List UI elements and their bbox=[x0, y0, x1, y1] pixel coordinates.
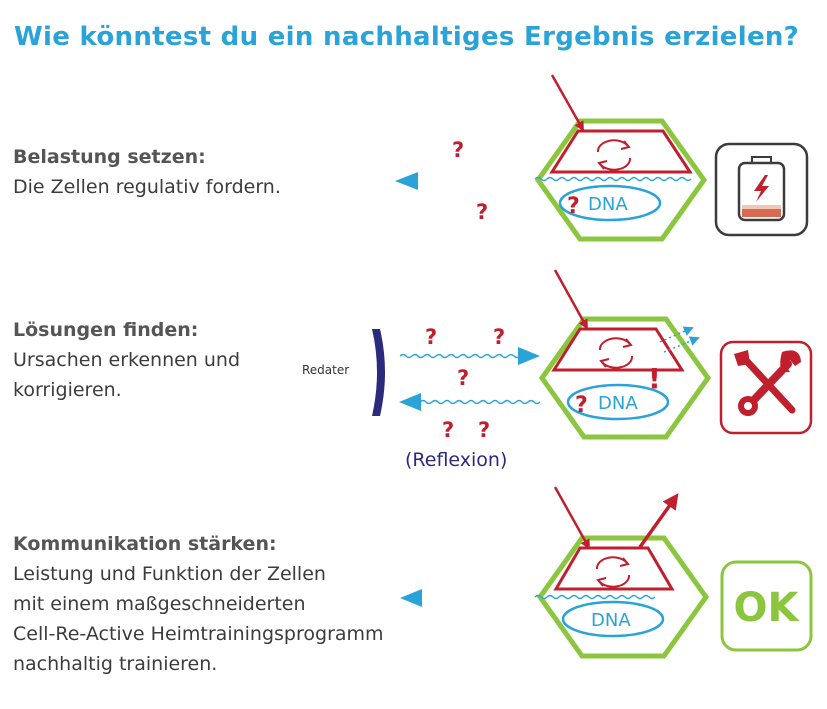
question-mark: ? bbox=[425, 325, 437, 349]
battery-low-icon bbox=[714, 142, 809, 237]
question-mark: ? bbox=[493, 325, 505, 349]
page-title: Wie könntest du ein nachhaltiges Ergebni… bbox=[14, 22, 800, 52]
cycle-icon bbox=[596, 139, 632, 171]
section-belastung: Belastung setzen: Die Zellen regulativ f… bbox=[13, 142, 281, 202]
organelle-trapezoid bbox=[551, 327, 685, 372]
stimulus-arrow bbox=[550, 74, 584, 132]
section-text-line: Ursachen erkennen und bbox=[13, 349, 241, 371]
dna-ellipse bbox=[566, 383, 670, 421]
tools-icon bbox=[719, 340, 813, 435]
dna-label: DNA bbox=[591, 610, 631, 631]
ok-icon: OK bbox=[720, 560, 813, 652]
reflexion-label: (Reflexion) bbox=[405, 449, 508, 471]
stimulus-arrow bbox=[553, 486, 590, 550]
section-text-line: nachhaltig trainieren. bbox=[13, 653, 218, 675]
exclamation-mark: ! bbox=[648, 362, 661, 395]
cycle-icon bbox=[598, 337, 634, 369]
question-mark: ? bbox=[567, 194, 580, 219]
section-text-line: Leistung und Funktion der Zellen bbox=[13, 563, 326, 585]
section-text-line: mit einem maßgeschneiderten bbox=[13, 593, 306, 615]
ok-label: OK bbox=[734, 585, 801, 631]
section-heading: Kommunikation stärken: bbox=[13, 533, 277, 555]
cell-row-2: DNA ? ! ? ? ? ? ? bbox=[372, 269, 813, 442]
section-heading: Lösungen finden: bbox=[13, 319, 199, 341]
question-mark: ? bbox=[452, 138, 464, 162]
question-mark: ? bbox=[457, 366, 469, 390]
signal-wave-reflect bbox=[413, 399, 541, 405]
redater-label: Redater bbox=[302, 363, 350, 377]
mirror bbox=[372, 329, 385, 416]
organelle-trapezoid bbox=[549, 129, 693, 174]
organelle-trapezoid bbox=[553, 546, 675, 591]
section-kommunikation: Kommunikation stärken: Leistung und Funk… bbox=[13, 529, 384, 679]
cell-hexagon bbox=[534, 118, 708, 242]
dna-ellipse bbox=[561, 600, 665, 638]
question-mark: ? bbox=[442, 418, 454, 442]
cycle-icon bbox=[595, 556, 631, 588]
leak-arrow bbox=[659, 326, 694, 343]
section-text-line: korrigieren. bbox=[13, 379, 122, 401]
section-text-line: Die Zellen regulativ fordern. bbox=[13, 176, 281, 198]
signal-wave-out bbox=[534, 176, 692, 182]
question-mark: ? bbox=[476, 200, 488, 224]
question-mark: ? bbox=[478, 418, 490, 442]
dna-label: DNA bbox=[598, 393, 638, 414]
leak-arrow bbox=[663, 336, 700, 353]
dna-ellipse bbox=[558, 184, 662, 222]
signal-arrowhead bbox=[395, 172, 418, 190]
response-arrow bbox=[638, 493, 679, 549]
stimulus-arrow bbox=[553, 269, 588, 330]
section-heading: Belastung setzen: bbox=[13, 146, 206, 168]
cell-hexagon bbox=[536, 535, 710, 659]
dna-label: DNA bbox=[588, 194, 628, 215]
signal-wave-in bbox=[399, 353, 521, 359]
cell-row-3: DNA OK bbox=[400, 486, 813, 659]
signal-arrowhead bbox=[399, 393, 421, 411]
signal-arrowhead bbox=[400, 589, 422, 607]
signal-arrowhead bbox=[518, 347, 540, 365]
question-mark: ? bbox=[575, 393, 588, 418]
cell-row-1: DNA ? ? ? bbox=[395, 74, 809, 242]
section-loesungen: Lösungen finden: Ursachen erkennen und k… bbox=[13, 315, 240, 405]
signal-wave-out bbox=[534, 594, 656, 600]
section-text-line: Cell-Re-Active Heimtrainingsprogramm bbox=[13, 623, 384, 645]
